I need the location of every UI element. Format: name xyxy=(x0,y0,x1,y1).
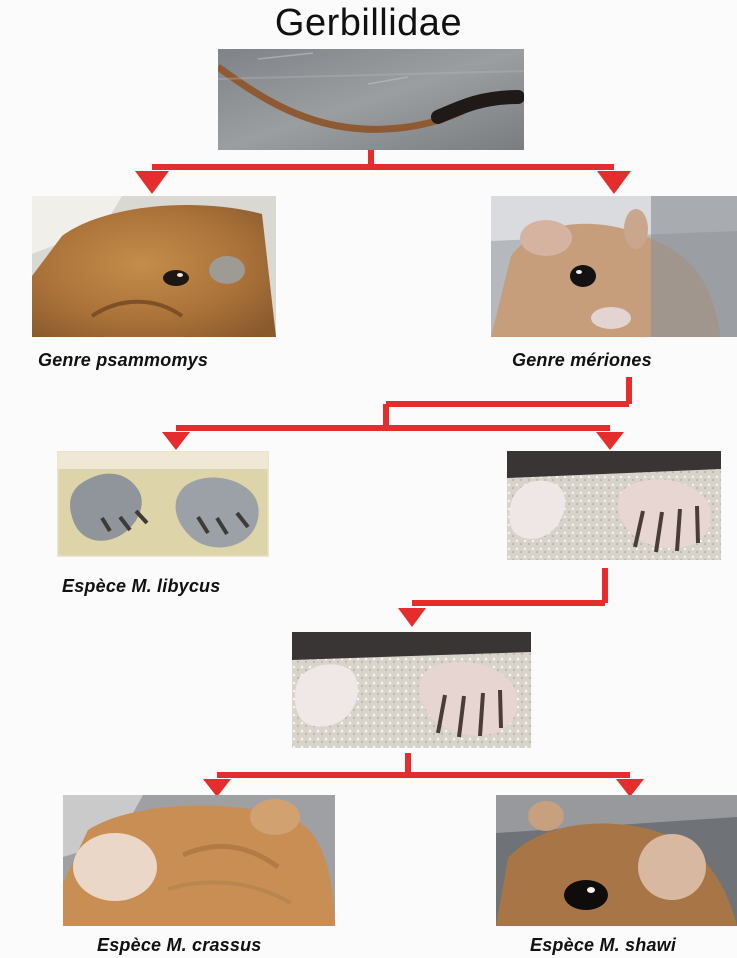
caption-genre-psammomys: Genre psammomys xyxy=(38,351,208,369)
diagram-title: Gerbillidae xyxy=(0,4,737,42)
connector-level4 xyxy=(203,753,644,797)
tail-photo xyxy=(218,49,524,150)
caption-espece-libycus: Espèce M. libycus xyxy=(62,577,220,595)
caption-espece-crassus: Espèce M. crassus xyxy=(97,936,262,954)
meriones-photo xyxy=(491,196,737,337)
crassus-photo xyxy=(63,795,335,926)
psammomys-photo xyxy=(32,196,276,337)
comparison-feet-photo xyxy=(292,632,531,748)
connector-meriones xyxy=(162,377,629,450)
connector-root xyxy=(135,150,631,194)
meriones-feet-photo xyxy=(507,451,721,560)
caption-espece-shawi: Espèce M. shawi xyxy=(530,936,676,954)
shawi-photo xyxy=(496,795,737,926)
connector-level3 xyxy=(398,568,605,627)
caption-genre-meriones: Genre mériones xyxy=(512,351,652,369)
libycus-photo xyxy=(57,451,269,557)
